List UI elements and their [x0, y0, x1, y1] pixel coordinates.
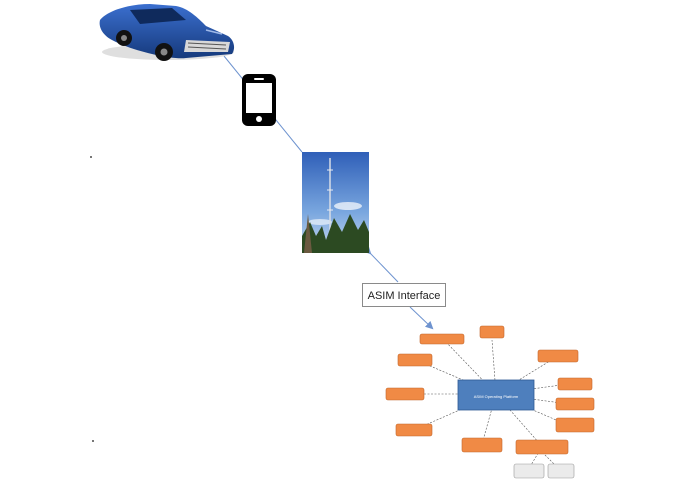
platform-diagram-icon: ASIM Operating Platform [385, 325, 595, 479]
stray-mark [92, 440, 94, 442]
stray-mark [90, 156, 92, 158]
platform-label: ASIM Operating Platform [474, 394, 519, 399]
car-icon [99, 4, 235, 61]
phone-icon [242, 74, 276, 126]
cell-tower-photo [302, 152, 369, 253]
interface-to-platform-connector [409, 306, 434, 330]
asim-interface-label: ASIM Interface [362, 283, 446, 307]
tower-to-interface-connector [362, 245, 399, 283]
